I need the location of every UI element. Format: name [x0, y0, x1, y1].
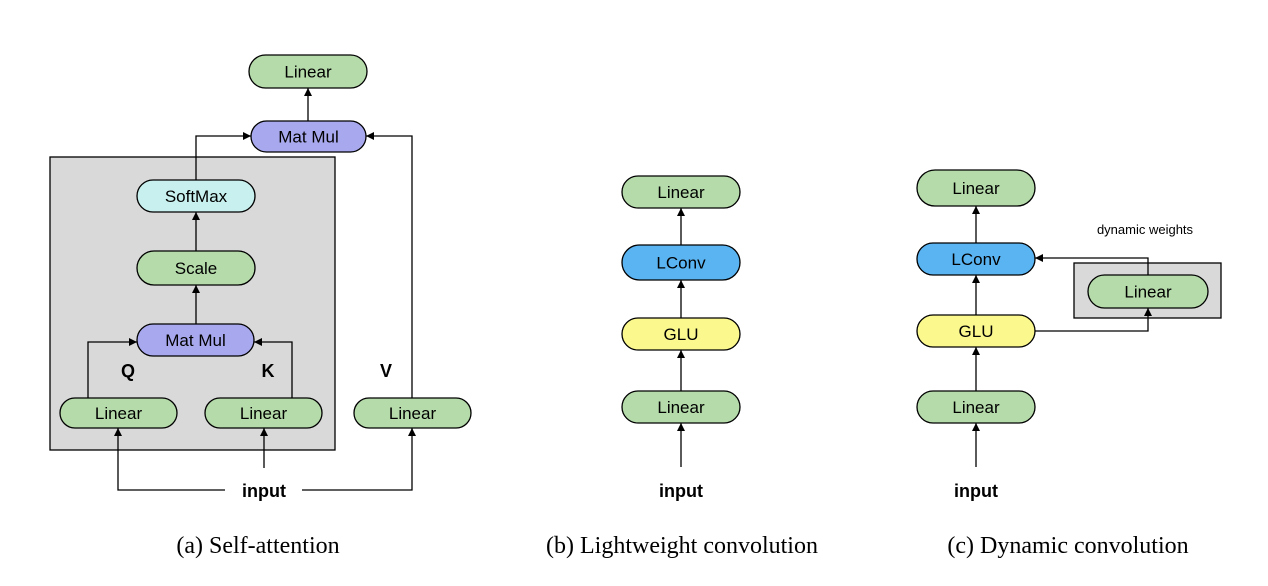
caption-dynamic-convolution: (c) Dynamic convolution [947, 533, 1188, 559]
node-linear-top-shape [248, 54, 368, 89]
node-linear-bottom-b: Linear [621, 390, 741, 424]
edge-linear-k-to-matmul [254, 338, 293, 398]
label-input-a: input [242, 481, 286, 501]
node-linear-bottom-c-shape [916, 390, 1036, 424]
node-glu-b: GLU [621, 317, 741, 351]
label-k: K [262, 361, 275, 381]
edge-dynamic-linear-to-lconv [1035, 254, 1149, 275]
node-lconv-b: LConv [621, 244, 741, 281]
label-q: Q [121, 361, 135, 381]
node-linear-v-shape [353, 397, 472, 429]
node-glu-b-shape [621, 317, 741, 351]
node-linear-q-label: Linear [95, 404, 143, 423]
node-lconv-b-shape [621, 244, 741, 281]
node-linear-k-shape [204, 397, 323, 429]
node-matmul-top-shape [250, 120, 367, 153]
node-lconv-b-label: LConv [656, 254, 706, 273]
node-scale: Scale [136, 250, 256, 286]
node-linear-v: Linear [353, 397, 472, 429]
node-linear-top-b: Linear [621, 175, 741, 209]
panel-self-attention: Linear Mat Mul SoftMax Scale Mat Mul Lin… [49, 54, 472, 559]
node-matmul-top-label: Mat Mul [278, 128, 338, 147]
node-linear-bottom-c-label: Linear [952, 398, 1000, 417]
node-softmax-label: SoftMax [165, 187, 228, 206]
node-linear-k: Linear [204, 397, 323, 429]
panel-lightweight-convolution: Linear LConv GLU Linear input (b) Lightw… [546, 175, 818, 559]
node-linear-v-label: Linear [389, 404, 437, 423]
node-linear-q: Linear [59, 397, 178, 429]
edge-linear-v-to-matmul-top [366, 132, 413, 398]
node-linear-bottom-b-label: Linear [657, 398, 705, 417]
node-linear-dynamic: Linear [1087, 274, 1209, 309]
node-matmul-top: Mat Mul [250, 120, 367, 153]
node-scale-shape [136, 250, 256, 286]
label-input-b: input [659, 481, 703, 501]
node-linear-top-label: Linear [284, 63, 332, 82]
node-linear-top: Linear [248, 54, 368, 89]
node-linear-top-c-shape [916, 169, 1036, 207]
node-linear-top-b-label: Linear [657, 183, 705, 202]
node-linear-top-c-label: Linear [952, 179, 1000, 198]
node-lconv-c-label: LConv [951, 250, 1001, 269]
node-softmax-shape [136, 179, 256, 213]
node-lconv-c: LConv [916, 242, 1036, 276]
edge-glu-to-dynamic-linear [1035, 308, 1152, 332]
node-scale-label: Scale [175, 259, 218, 278]
node-linear-k-label: Linear [240, 404, 288, 423]
node-glu-c: GLU [916, 314, 1036, 348]
node-glu-c-shape [916, 314, 1036, 348]
edge-linear-q-to-matmul [87, 338, 137, 398]
node-matmul-inner-label: Mat Mul [165, 331, 225, 350]
label-v: V [380, 361, 392, 381]
node-softmax: SoftMax [136, 179, 256, 213]
node-matmul-inner: Mat Mul [136, 323, 255, 357]
node-linear-dynamic-shape [1087, 274, 1209, 309]
edge-input-to-linear-q [114, 428, 225, 491]
label-input-c: input [954, 481, 998, 501]
node-linear-bottom-c: Linear [916, 390, 1036, 424]
node-glu-c-label: GLU [959, 322, 994, 341]
node-linear-q-shape [59, 397, 178, 429]
node-linear-top-c: Linear [916, 169, 1036, 207]
node-lconv-c-shape [916, 242, 1036, 276]
node-linear-dynamic-label: Linear [1124, 283, 1172, 302]
edge-input-to-linear-v [302, 428, 416, 491]
panel-dynamic-convolution: Linear LConv GLU Linear Linear dynamic w… [916, 169, 1222, 559]
node-linear-bottom-b-shape [621, 390, 741, 424]
caption-lightweight-convolution: (b) Lightweight convolution [546, 533, 818, 559]
label-dynamic-weights: dynamic weights [1097, 222, 1194, 237]
edge-softmax-to-matmul-top [195, 132, 251, 180]
node-matmul-inner-shape [136, 323, 255, 357]
node-linear-top-b-shape [621, 175, 741, 209]
caption-self-attention: (a) Self-attention [176, 533, 339, 559]
node-glu-b-label: GLU [664, 325, 699, 344]
